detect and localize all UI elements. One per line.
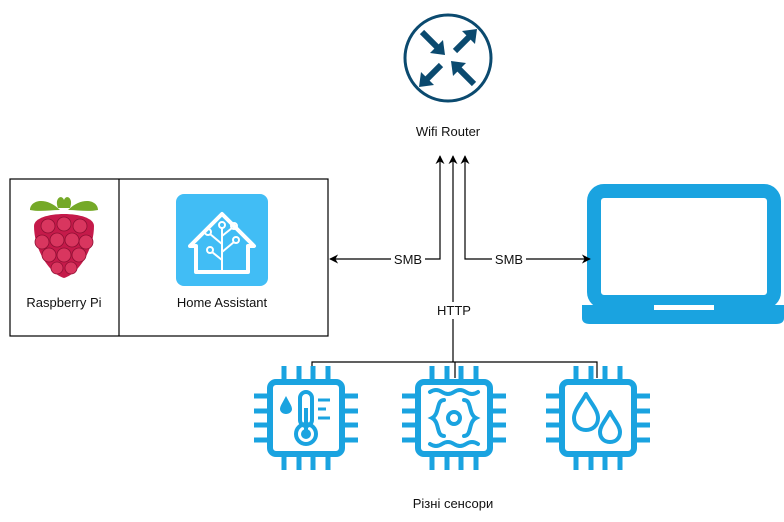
smb-left-line	[329, 155, 445, 264]
smb-right-line	[460, 155, 591, 264]
connection-lines	[311, 155, 598, 378]
home-assistant-label: Home Assistant	[177, 295, 268, 310]
smb-left-label-group: SMB	[391, 251, 425, 267]
router-label: Wifi Router	[416, 124, 481, 139]
router-icon	[403, 13, 493, 103]
raspberry-pi-label: Raspberry Pi	[26, 295, 101, 310]
smb-right-label: SMB	[495, 252, 523, 267]
temperature-sensor-icon	[254, 366, 358, 470]
http-label: HTTP	[437, 303, 471, 318]
humidity-sensor-icon	[546, 366, 650, 470]
http-label-group: HTTP	[432, 302, 476, 319]
raspberry-pi-icon	[30, 197, 98, 278]
router-node: Wifi Router	[403, 13, 493, 139]
smb-right-label-group: SMB	[492, 251, 526, 267]
signal-sensor-icon	[402, 366, 506, 470]
smb-left-label: SMB	[394, 252, 422, 267]
server-box: Raspberry Pi Home Assistant	[9, 178, 329, 337]
laptop-icon	[582, 184, 784, 324]
sensors-label: Різні сенсори	[413, 496, 493, 511]
home-assistant-icon	[176, 194, 268, 286]
